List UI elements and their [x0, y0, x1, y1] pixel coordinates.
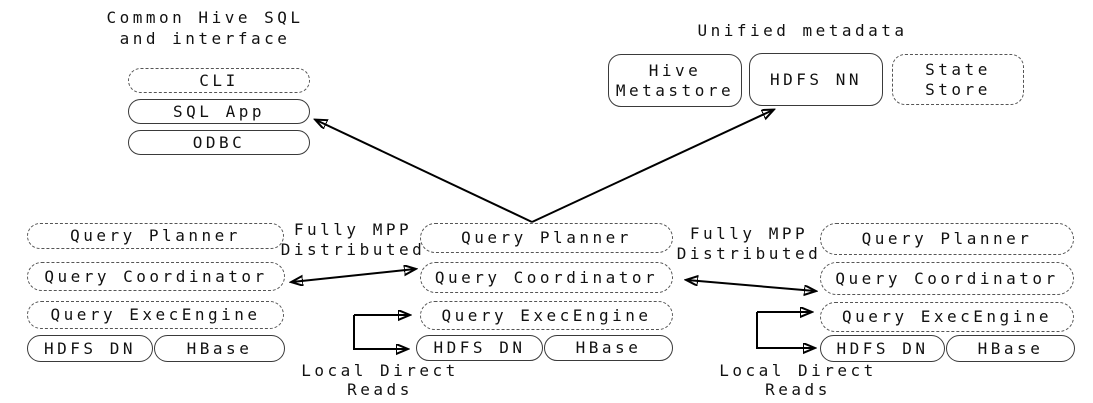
node-state-store: State Store [892, 54, 1024, 105]
node-query-planner-center: Query Planner [420, 223, 673, 253]
node-query-exec-engine-right: Query ExecEngine [820, 302, 1074, 332]
node-cli: CLI [128, 68, 310, 93]
node-query-exec-engine-left: Query ExecEngine [27, 301, 284, 329]
unified-metadata-title: Unified metadata [697, 21, 908, 40]
node-query-planner-left: Query Planner [27, 223, 284, 249]
arrow-local-reads-right-bottom [756, 312, 814, 348]
node-hive-metastore: Hive Metastore [608, 54, 742, 107]
arrow-coordinator-center-right [687, 280, 815, 291]
node-hbase-center: HBase [544, 335, 673, 361]
common-interface-title: Common Hive SQL and interface [106, 8, 304, 48]
node-query-coordinator-center: Query Coordinator [420, 262, 673, 293]
node-hdfs-dn-right: HDFS DN [820, 335, 945, 362]
arrow-local-reads-center-bottom [353, 315, 407, 349]
arrow-planner-to-hdfsnn [531, 110, 773, 223]
label-local-direct-reads-center: Local Direct Reads [301, 361, 459, 399]
label-local-direct-reads-right: Local Direct Reads [719, 361, 877, 399]
node-odbc: ODBC [128, 130, 310, 155]
arrow-planner-to-sqlapp [316, 120, 533, 223]
label-fully-mpp-left: Fully MPP Distributed [280, 220, 426, 259]
arrow-coordinator-left-center [292, 269, 415, 282]
node-query-coordinator-right: Query Coordinator [820, 262, 1074, 295]
node-hdfs-dn-center: HDFS DN [416, 335, 543, 361]
node-query-coordinator-left: Query Coordinator [27, 262, 285, 291]
node-query-planner-right: Query Planner [820, 223, 1074, 255]
node-query-exec-engine-center: Query ExecEngine [420, 301, 673, 330]
node-hbase-left: HBase [154, 335, 285, 362]
label-fully-mpp-right: Fully MPP Distributed [676, 224, 822, 263]
node-hdfs-nn: HDFS NN [749, 53, 883, 106]
node-hbase-right: HBase [946, 335, 1075, 362]
node-hdfs-dn-left: HDFS DN [27, 335, 153, 362]
node-sql-app: SQL App [128, 99, 310, 124]
